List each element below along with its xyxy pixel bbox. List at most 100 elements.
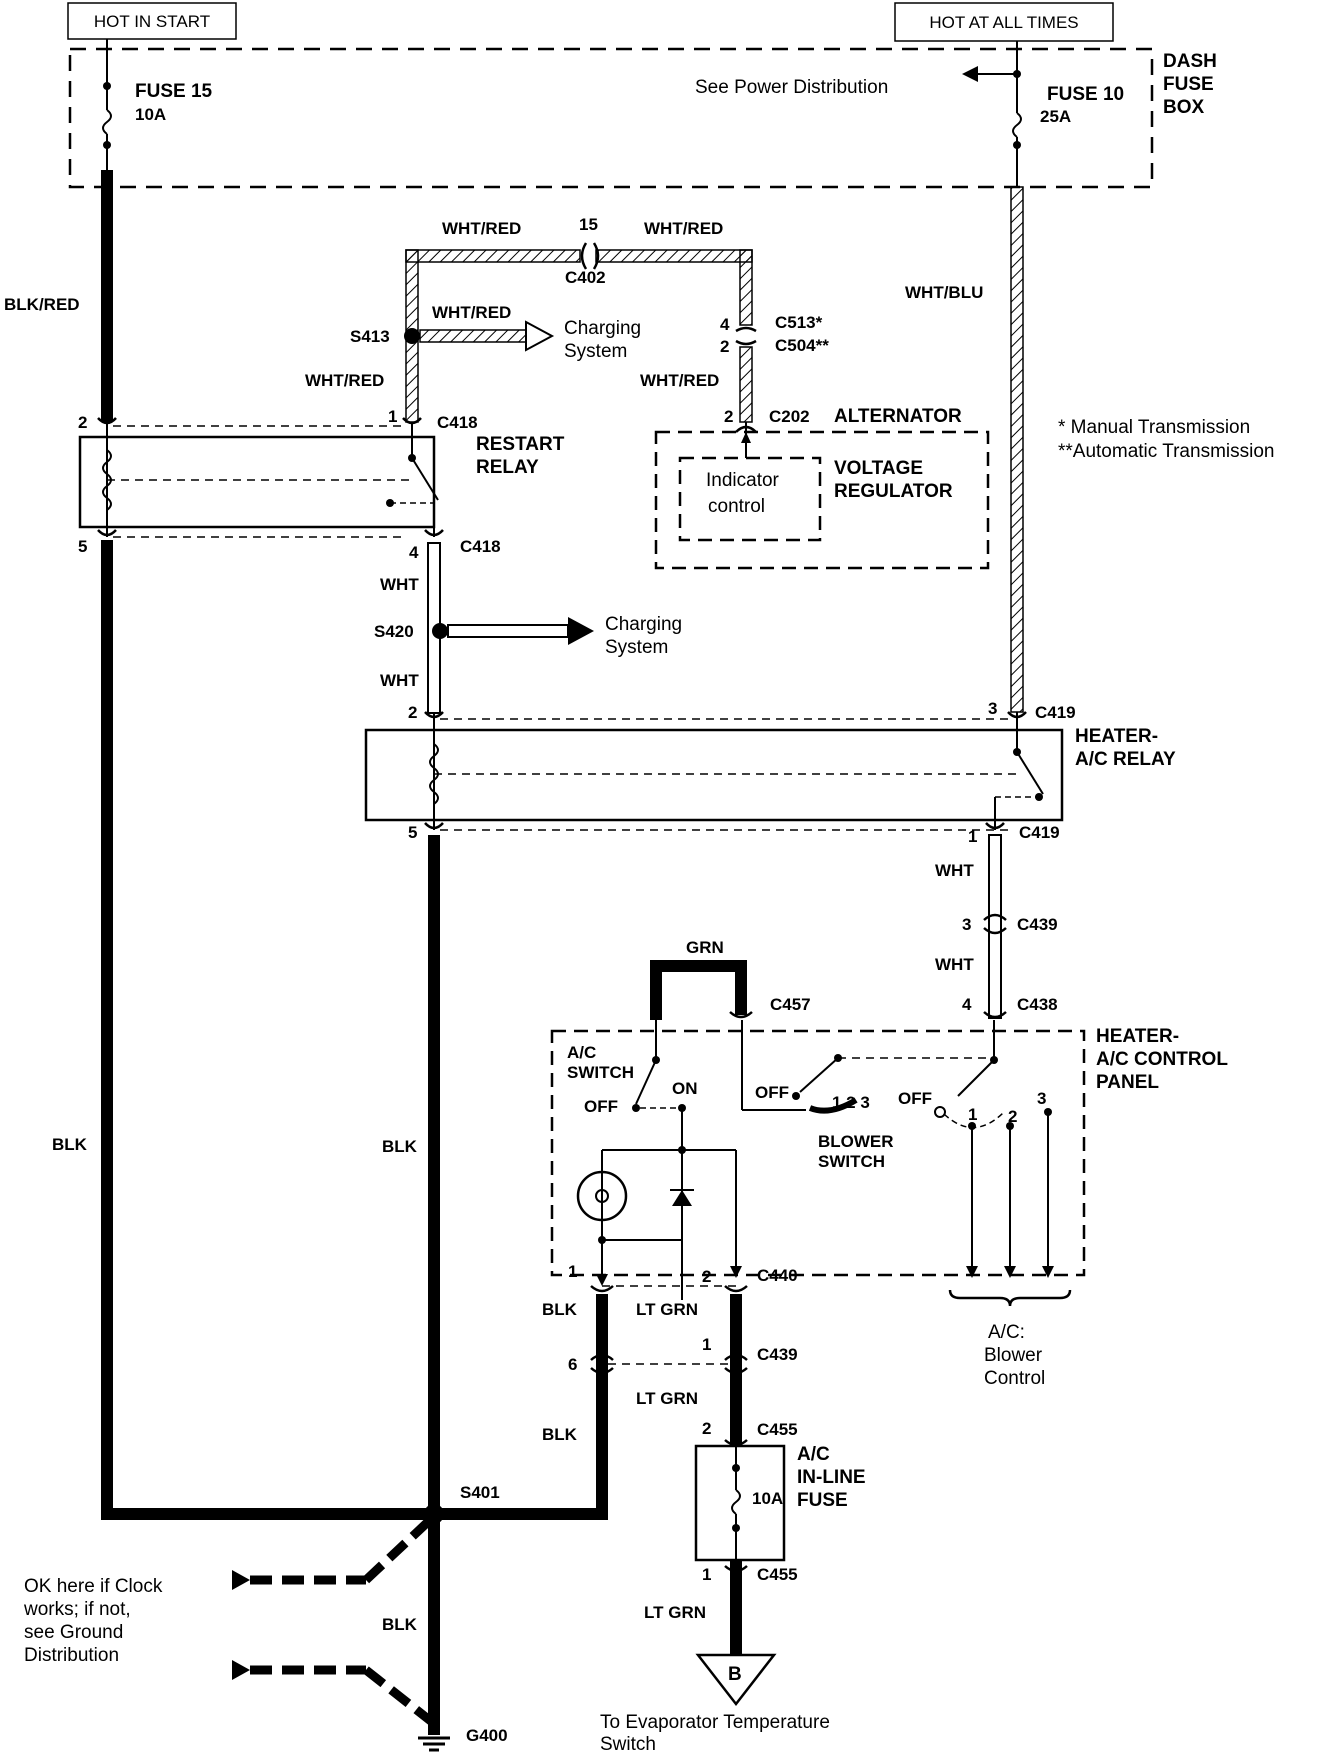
wht-upper-label: WHT [380,575,419,594]
fuse10-rating: 25A [1040,107,1071,126]
ac-switch-label-2: SWITCH [567,1063,634,1082]
c419-bot-label: C419 [1019,823,1060,842]
c504-pin: 2 [720,337,729,356]
clock-ground-leads [232,1516,435,1726]
blk-mid-wire [428,835,440,1735]
s413-wire [419,329,527,343]
b-marker-icon [695,1653,777,1707]
c439-top-label: C439 [1017,915,1058,934]
restart-relay [78,417,444,538]
fuse15-icon [102,109,112,135]
indicator-control-1: Indicator [706,470,780,491]
c457-connector-icon [729,1011,753,1019]
g400-label: G400 [466,1726,508,1745]
c439-bot-pin6: 6 [568,1355,577,1374]
c439-bot-connector-icon [590,1353,614,1361]
c455-bot-label: C455 [757,1565,798,1584]
c455-top-label: C455 [757,1420,798,1439]
s420-splice-icon [432,623,448,639]
c202-pin: 2 [724,407,733,426]
wht-red-s413-label: WHT/RED [432,303,511,322]
hot-at-all-times-box: HOT AT ALL TIMES [894,2,1114,42]
wht-red-top-right-label: WHT/RED [644,219,723,238]
heater-relay-label-1: HEATER- [1075,726,1158,747]
c440-pin1: 1 [568,1262,577,1281]
wht-red-left-down-label: WHT/RED [305,371,384,390]
wht-blu-label: WHT/BLU [905,283,983,302]
fuse15-rating: 10A [135,105,166,124]
charging-system-2a: Charging [605,614,682,635]
mode-switch-icon [957,1059,995,1097]
c440-connector-icon [590,1285,614,1293]
restart-relay-label-2: RELAY [476,457,539,478]
hot-in-start-label: HOT IN START [94,12,210,31]
inline-fuse-rating: 10A [752,1489,783,1508]
manual-transmission-note: * Manual Transmission [1058,417,1250,438]
mode-off: OFF [898,1089,932,1108]
blower-control-brace [948,1289,1072,1307]
mode-pos-1: 1 [968,1105,977,1124]
c419-top-label: C419 [1035,703,1076,722]
ac-switch-label-1: A/C [567,1043,596,1062]
indicator-control-2: control [708,496,765,517]
c457-label: C457 [770,995,811,1014]
charging-arrow-icon-2 [568,617,594,645]
restart-relay-label-1: RESTART [476,434,565,455]
c419-top-pin: 3 [988,699,997,718]
inline-fuse-label-2: IN-LINE [797,1467,866,1488]
blower-off: OFF [755,1083,789,1102]
blower-switch-label-1: BLOWER [818,1132,894,1151]
blk-ground-label: BLK [382,1615,418,1634]
s413-label: S413 [350,327,390,346]
c438-pin: 4 [962,995,972,1014]
ground-symbol-icon [418,1736,450,1752]
wht-red-right-down-label: WHT/RED [640,371,719,390]
blk-red-wire [101,170,113,422]
dash-fuse-box: DASH FUSE BOX See Power Distribution FUS… [68,39,1217,189]
charging-system-1a: Charging [564,318,641,339]
mode-pos-2: 2 [1008,1107,1017,1126]
fuse15-name: FUSE 15 [135,81,213,102]
wht-c439-label: WHT [935,955,974,974]
fuse10-icon [1012,112,1022,138]
blk-c440-to-s401 [437,1508,608,1520]
blower-control-label-1: A/C: [988,1322,1025,1343]
lt-grn-fuse-label: LT GRN [644,1603,706,1622]
wht-lower-label: WHT [380,671,419,690]
wht-blu-wire [1010,186,1024,713]
c418-top-pin: 1 [388,407,397,426]
alternator-label: ALTERNATOR [834,406,962,427]
diode-icon [672,1190,692,1206]
s401-label: S401 [460,1483,500,1502]
blk-c440-wire [596,1294,608,1520]
blk-bottom-wire [101,1508,437,1520]
grn-label: GRN [686,938,724,957]
c513-connector-icon [735,326,757,333]
c513-pin: 4 [720,315,730,334]
heater-ac-relay [364,711,1064,831]
dash-fuse-box-label-2: FUSE [1163,74,1214,95]
clock-note-4: Distribution [24,1645,119,1666]
c440-pin2: 2 [702,1267,711,1286]
clock-note-3: see Ground [24,1622,123,1643]
charging-arrow-icon-1 [525,320,555,352]
c504-label: C504** [775,336,829,355]
clock-note-1: OK here if Clock [24,1576,163,1597]
voltage-regulator-label-1: VOLTAGE [834,458,923,479]
c438-label: C438 [1017,995,1058,1014]
lt-grn-c439-label: LT GRN [636,1389,698,1408]
restart-pin-top: 2 [78,413,87,432]
ac-switch-icon [635,1059,657,1105]
c513-label: C513* [775,313,823,332]
ac-switch-off: OFF [584,1097,618,1116]
blower-switch-icon [808,1097,858,1114]
s420-label: S420 [374,622,414,641]
dash-fuse-box-label-3: BOX [1163,97,1205,118]
charging-system-2b: System [605,637,668,658]
c439-top-pin: 3 [962,915,971,934]
lt-grn-c440-label: LT GRN [636,1300,698,1319]
s413-splice-icon [404,328,420,344]
inline-fuse-label-1: A/C [797,1444,830,1465]
blower-control-label-3: Control [984,1368,1045,1389]
